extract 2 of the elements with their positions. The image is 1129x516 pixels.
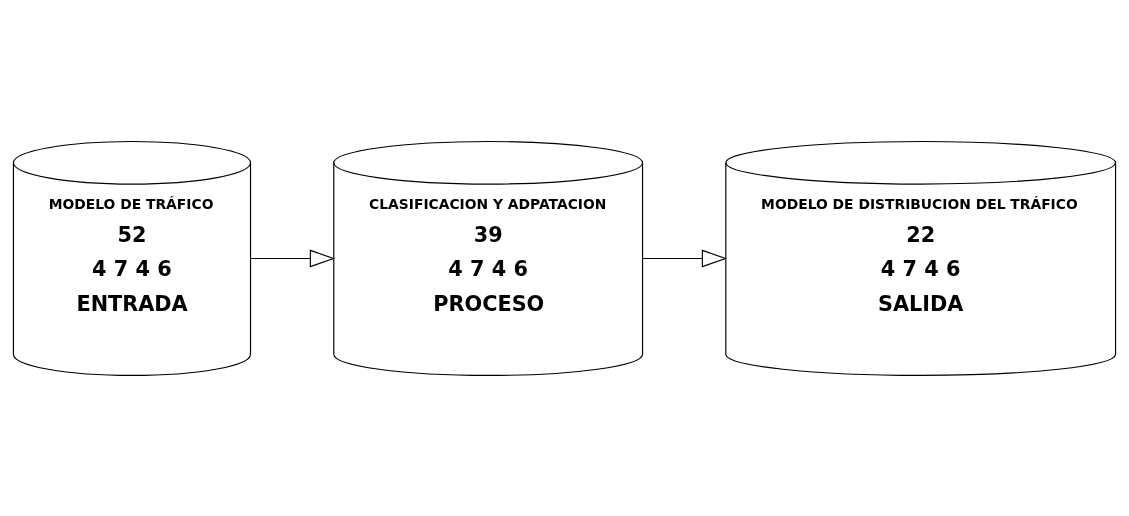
arrow (642, 249, 728, 267)
arrow (250, 249, 336, 267)
